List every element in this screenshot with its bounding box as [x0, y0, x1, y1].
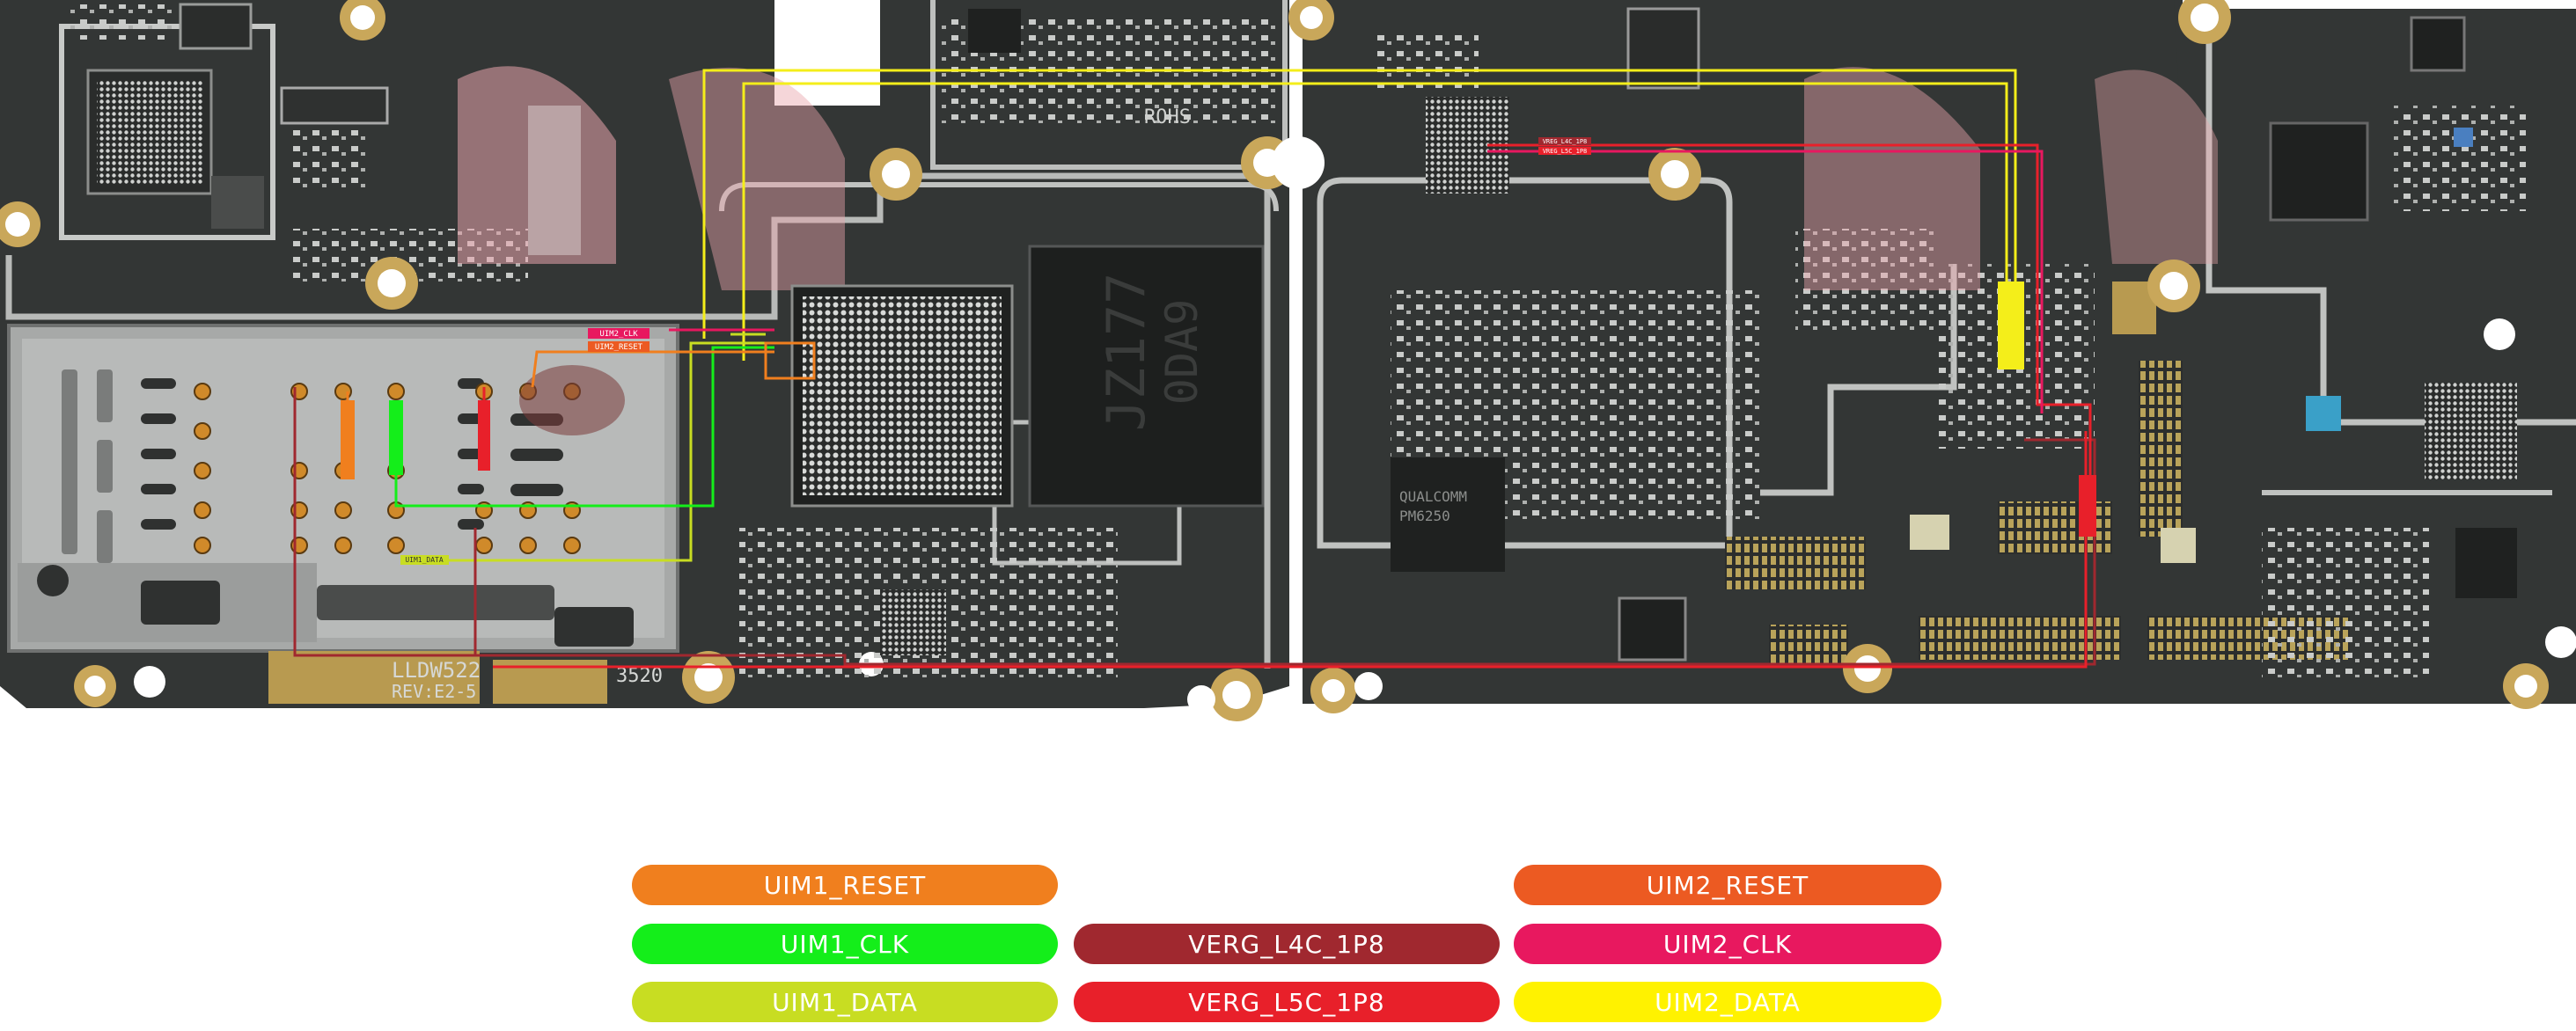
legend-label: UIM2_CLK — [1662, 929, 1793, 959]
legend-label: UIM1_DATA — [772, 987, 918, 1017]
legend-label: VERG_L4C_1P8 — [1188, 929, 1385, 959]
legend-label: UIM2_DATA — [1655, 987, 1801, 1017]
right-board: QUALCOMM PM6250 — [1272, 0, 2576, 713]
legend-label: UIM1_RESET — [763, 870, 927, 900]
legend-uim1-clk: UIM1_CLK — [632, 924, 1058, 964]
svg-text:VREG_L5C_1P8: VREG_L5C_1P8 — [1543, 148, 1588, 155]
legend-uim2-data: UIM2_DATA — [1514, 982, 1941, 1022]
left-board: JZ177 0DA9 ROHS LLDW522 REV:E2-5 3520 — [0, 0, 1294, 721]
svg-text:UIM2_CLK: UIM2_CLK — [599, 330, 638, 339]
legend-label: UIM1_CLK — [780, 929, 910, 959]
board-tag-uim2-clk: UIM2_CLK — [588, 328, 650, 339]
pmic-label: QUALCOMM — [1399, 488, 1467, 505]
legend-label: UIM2_RESET — [1646, 870, 1809, 900]
board-id-marking: LLDW522 — [392, 658, 481, 683]
mount-hole — [0, 0, 1294, 721]
svg-text:UIM1_DATA: UIM1_DATA — [405, 556, 444, 564]
legend-uim1-data: UIM1_DATA — [632, 982, 1058, 1022]
board-rev-marking: REV:E2-5 — [392, 681, 476, 702]
big-chip-label: JZ177 — [1096, 273, 1157, 432]
rohs-marking: ROHS — [1144, 106, 1191, 128]
legend-uim2-reset: UIM2_RESET — [1514, 865, 1941, 905]
board-tag-uim1-data: UIM1_DATA — [400, 555, 449, 565]
legend-uim1-reset: UIM1_RESET — [632, 865, 1058, 905]
trace-uim2-clk — [669, 150, 2044, 413]
legend-verg-l4c: VERG_L4C_1P8 — [1074, 924, 1500, 964]
trace-verg-l4c — [293, 387, 2096, 666]
svg-text:UIM2_RESET: UIM2_RESET — [595, 343, 643, 352]
board-tag-uim2-reset: UIM2_RESET — [588, 341, 650, 352]
trace-uim1-data — [400, 333, 766, 562]
trace-uim2-data — [702, 69, 2024, 369]
mount-hole — [1272, 0, 2576, 713]
big-chip-code: 0DA9 — [1156, 299, 1207, 405]
svg-text:VREG_L4C_1P8: VREG_L4C_1P8 — [1543, 138, 1588, 145]
pmic-part: PM6250 — [1399, 508, 1450, 524]
legend-uim2-clk: UIM2_CLK — [1514, 924, 1941, 964]
legend-verg-l5c: VERG_L5C_1P8 — [1074, 982, 1500, 1022]
board-tag-verg-l5c: VREG_L5C_1P8 — [1538, 147, 1591, 155]
legend-label: VERG_L5C_1P8 — [1188, 987, 1385, 1017]
board-code-marking: 3520 — [616, 665, 663, 687]
board-tag-verg-l4c: VREG_L4C_1P8 — [1538, 137, 1591, 145]
trace-uim1-clk — [389, 346, 774, 508]
trace-verg-l5c — [478, 143, 2096, 669]
